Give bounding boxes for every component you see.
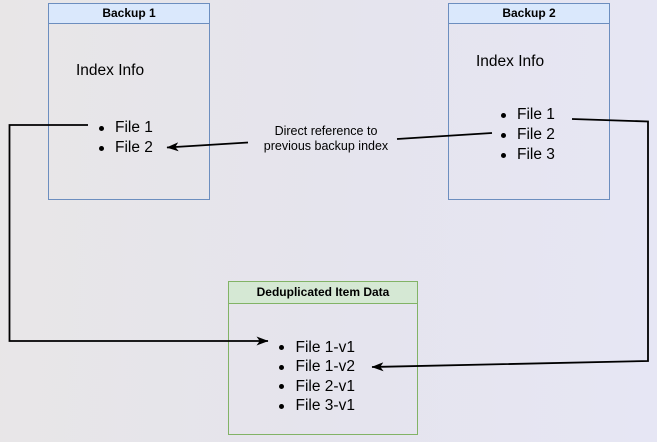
backup2-file-list: File 1 File 2 File 3 (501, 105, 555, 165)
backup1-subtitle: Index Info (76, 62, 145, 79)
bullet-icon (99, 145, 104, 151)
dedup-file-list: File 1-v1 File 1-v2 File 2-v1 File 3-v1 (279, 338, 355, 416)
bullet-icon (279, 403, 284, 409)
list-item: File 1 (99, 118, 153, 138)
list-item-label: File 1-v2 (295, 358, 355, 376)
bullet-icon (279, 345, 284, 351)
list-item: File 1-v1 (279, 338, 355, 358)
list-item-label: File 2-v1 (295, 377, 355, 395)
dedup-title: Deduplicated Item Data (229, 282, 417, 304)
backup1-file-list: File 1 File 2 (99, 118, 153, 158)
backup1-title: Backup 1 (49, 4, 209, 24)
list-item: File 2 (501, 125, 555, 145)
list-item: File 3-v1 (279, 397, 355, 417)
bullet-icon (501, 112, 506, 118)
list-item: File 1-v2 (279, 358, 355, 378)
list-item-label: File 1-v1 (295, 338, 355, 356)
bullet-icon (279, 364, 284, 370)
list-item-label: File 3 (517, 146, 555, 163)
list-item: File 2 (99, 138, 153, 158)
direct-reference-label: Direct reference to previous backup inde… (250, 124, 402, 154)
list-item-label: File 1 (115, 119, 153, 136)
list-item-label: File 2 (115, 139, 153, 156)
bullet-icon (501, 132, 506, 138)
backup2-title: Backup 2 (449, 4, 609, 24)
bullet-icon (99, 125, 104, 131)
bullet-icon (501, 152, 506, 158)
list-item: File 2-v1 (279, 377, 355, 397)
list-item: File 3 (501, 145, 555, 165)
backup2-box: Backup 2 Index Info File 1 File 2 File 3 (448, 3, 610, 200)
list-item: File 1 (501, 105, 555, 125)
list-item-label: File 2 (517, 126, 555, 143)
bullet-icon (279, 384, 284, 390)
deduplicated-item-data-box: Deduplicated Item Data File 1-v1 File 1-… (228, 281, 418, 435)
list-item-label: File 3-v1 (295, 397, 355, 415)
list-item-label: File 1 (517, 106, 555, 123)
backup2-subtitle: Index Info (476, 53, 545, 70)
backup1-box: Backup 1 Index Info File 1 File 2 (48, 3, 210, 200)
direct-reference-label-line1: Direct reference to (274, 124, 378, 138)
direct-reference-label-line2: previous backup index (263, 139, 389, 153)
